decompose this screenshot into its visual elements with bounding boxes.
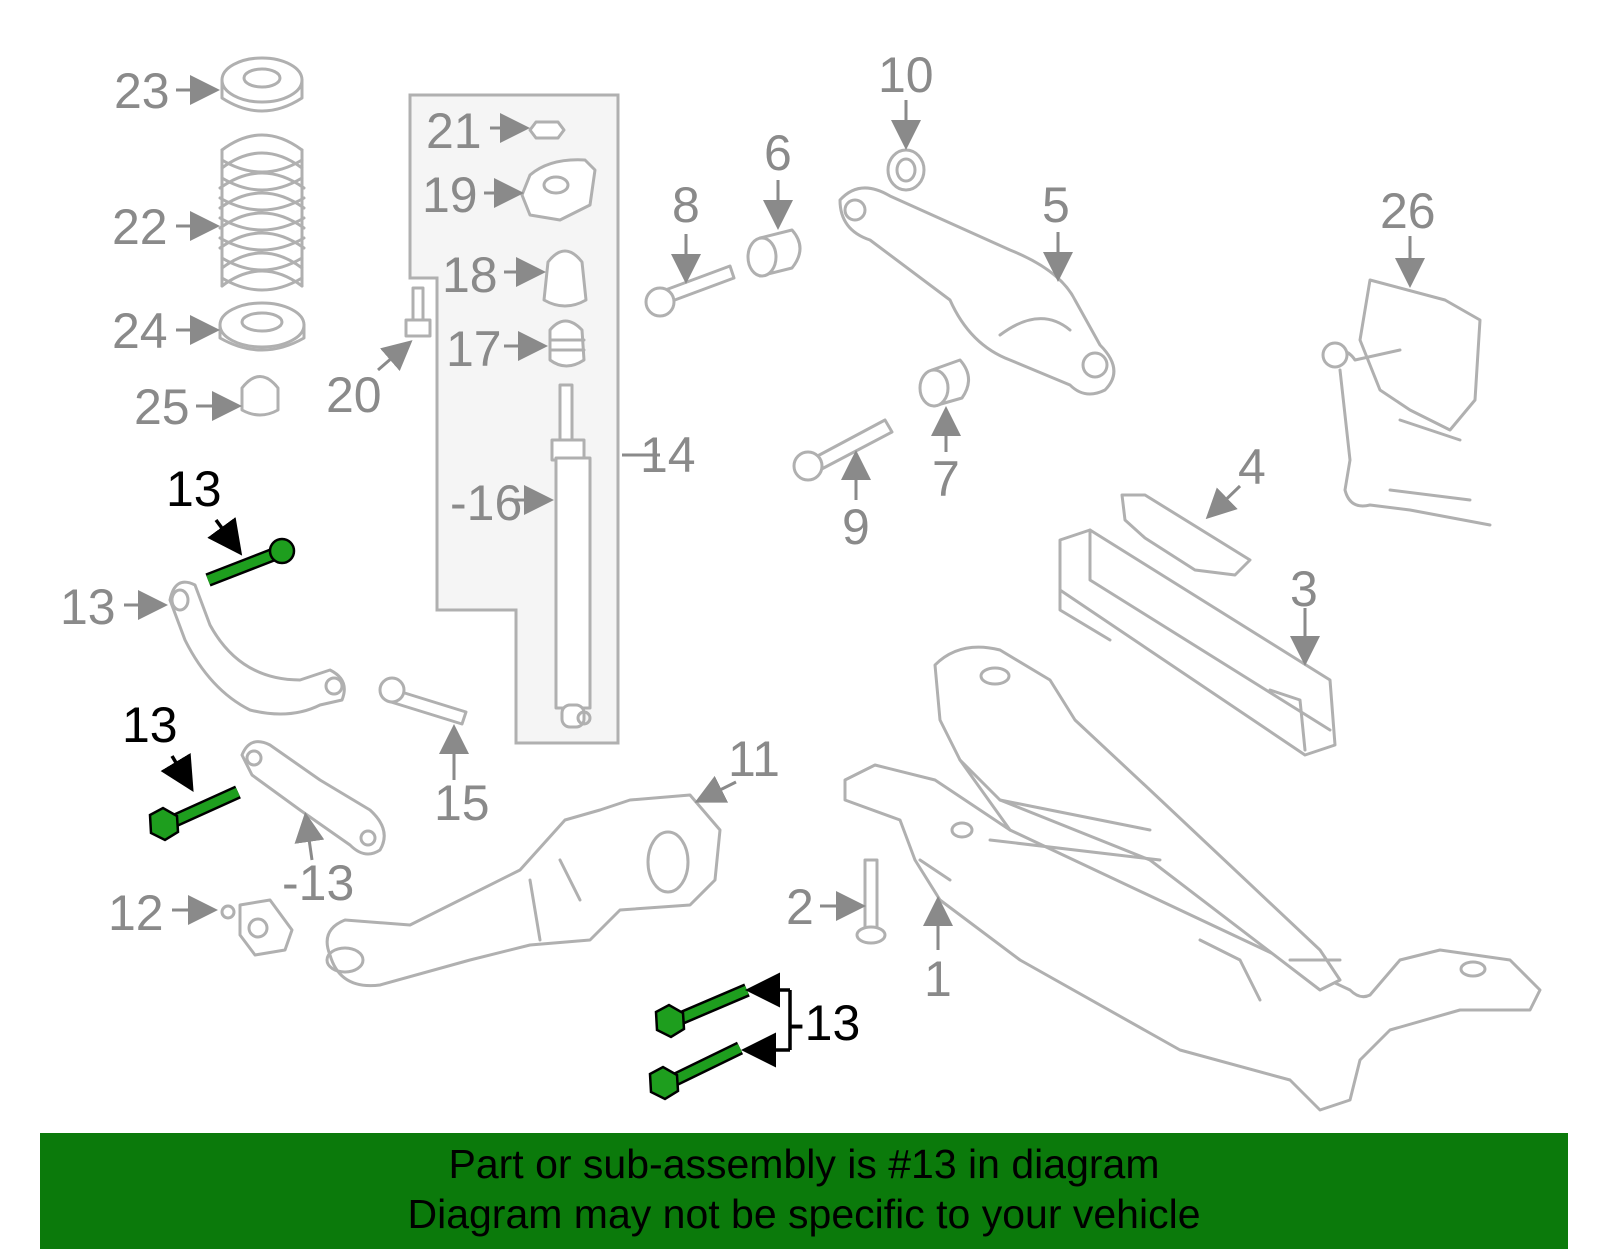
label-20: 18 <box>442 247 498 303</box>
label-8: 8 <box>672 177 700 233</box>
part-25-spring-seat-upper <box>220 56 304 113</box>
leader-lines-13 <box>160 517 792 1068</box>
part-9-bolt <box>792 418 894 482</box>
label-25: 23 <box>114 63 170 119</box>
label-6: 6 <box>764 125 792 181</box>
part-27-bump-stop <box>240 375 280 417</box>
label-4: 4 <box>1238 439 1266 495</box>
label-24: 22 <box>112 199 168 255</box>
part-4-plate <box>1120 493 1252 577</box>
part-17-bolt <box>378 676 468 726</box>
part-12-bushing <box>220 898 294 957</box>
label-13-mid: 13 <box>122 697 178 753</box>
part-7-bushing <box>918 358 970 408</box>
part-6-bushing <box>746 228 802 278</box>
label-21: 19 <box>422 167 478 223</box>
info-footer: Part or sub-assembly is #13 in diagram D… <box>40 1133 1568 1249</box>
part-26-spring-seat-lower <box>218 301 306 352</box>
label-26: 24 <box>112 303 168 359</box>
label-3: 3 <box>1290 561 1318 617</box>
label-19: 17 <box>446 321 502 377</box>
label-14: 13 <box>60 579 116 635</box>
label-10: 10 <box>878 47 934 103</box>
label-18: -16 <box>450 475 522 531</box>
label-1: 1 <box>924 951 952 1007</box>
label-16: 14 <box>640 427 696 483</box>
part-labels: 23 22 24 25 21 19 18 17 20 -16 14 8 6 10… <box>60 47 1436 1051</box>
label-7: 7 <box>932 451 960 507</box>
leader-lines <box>124 75 1425 950</box>
footer-line-1: Part or sub-assembly is #13 in diagram <box>448 1141 1160 1187</box>
part-13-bolt-a[interactable] <box>205 537 296 587</box>
footer-line-2: Diagram may not be specific to your vehi… <box>407 1191 1201 1237</box>
part-13-bolt-c[interactable] <box>654 983 750 1039</box>
label-17: 15 <box>434 775 490 831</box>
label-12: 12 <box>108 885 164 941</box>
part-10-bushing <box>886 148 926 192</box>
label-23: 21 <box>426 103 482 159</box>
part-14-upper-arm <box>168 580 346 716</box>
part-5-control-arm <box>838 186 1116 396</box>
label-22: 20 <box>326 367 382 423</box>
part-13-bolt-b[interactable] <box>148 785 241 842</box>
part-15-lower-arm <box>240 740 386 856</box>
label-13-bottom: -13 <box>788 995 860 1051</box>
part-3-crossmember <box>1058 528 1337 757</box>
part-28-knuckle-bracket <box>1321 278 1492 527</box>
part-11-trailing-arm <box>325 793 722 988</box>
label-13-top: 13 <box>166 461 222 517</box>
label-15: -13 <box>282 855 354 911</box>
label-5: 5 <box>1042 177 1070 233</box>
label-27: 25 <box>134 379 190 435</box>
part-1-subframe <box>843 645 1542 1112</box>
label-9: 9 <box>842 499 870 555</box>
part-22-stud <box>404 286 432 338</box>
label-28: 26 <box>1380 183 1436 239</box>
part-2-bolt <box>855 858 887 945</box>
part-24-coil-spring <box>218 133 306 292</box>
label-2: 2 <box>786 879 814 935</box>
label-11: 11 <box>728 731 780 787</box>
part-16-shock-assembly-box <box>408 93 620 745</box>
part-8-bolt <box>644 264 736 318</box>
part-13-bolt-d[interactable] <box>648 1041 744 1101</box>
